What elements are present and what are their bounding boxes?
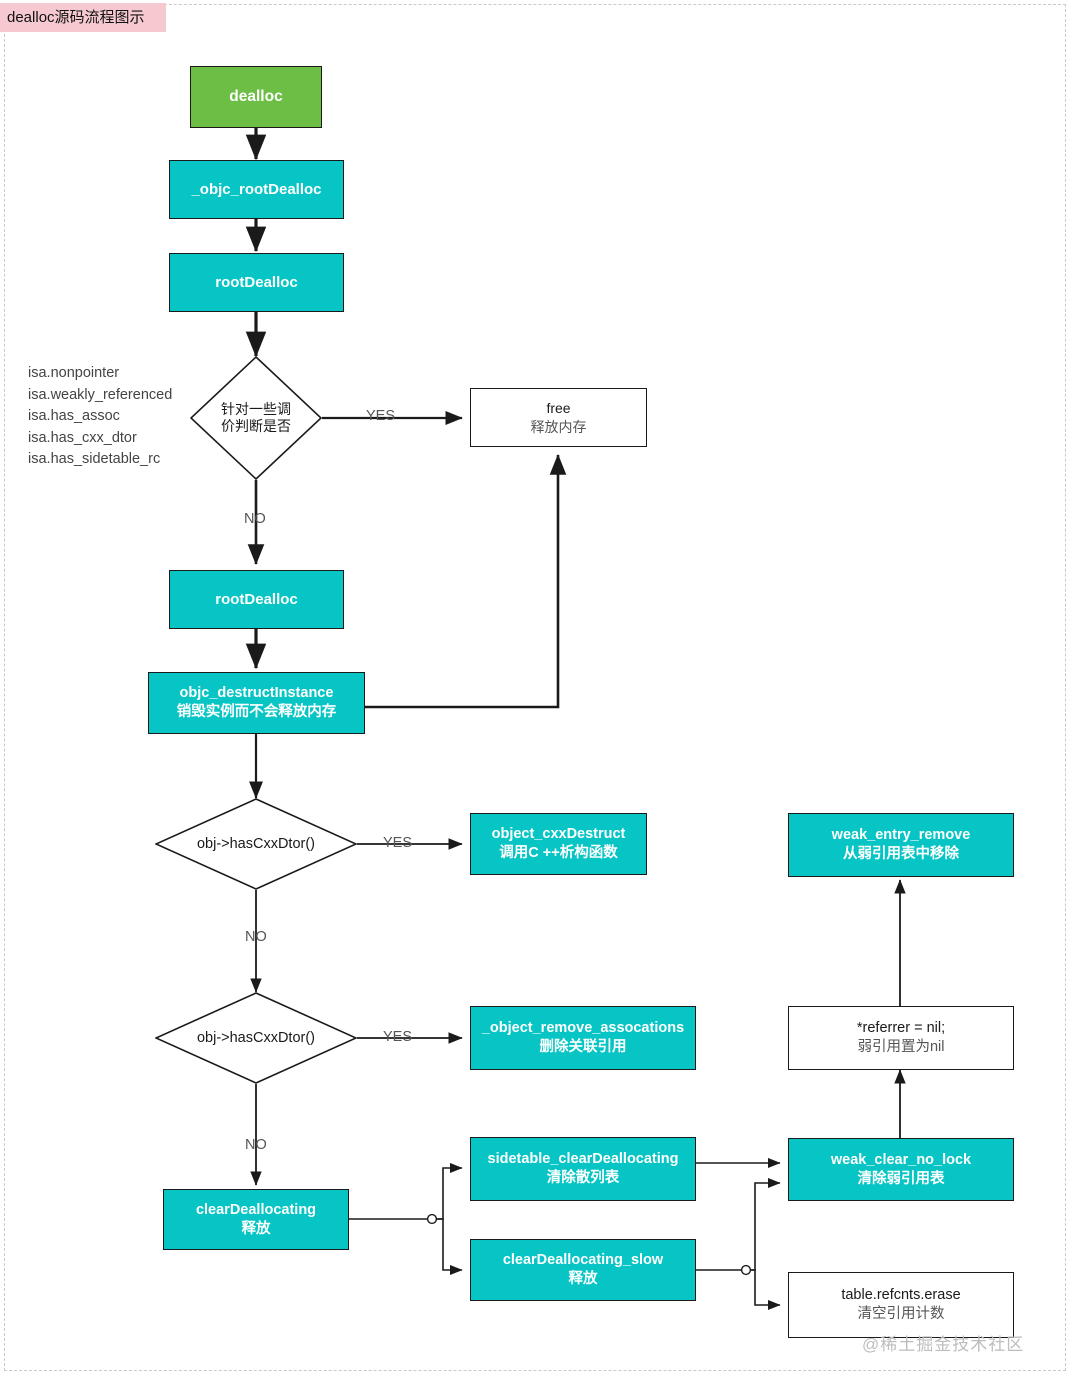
node-table-refcnts-erase-label: table.refcnts.erase <box>841 1287 961 1304</box>
node-weak-entry-remove-sublabel: 从弱引用表中移除 <box>843 846 959 862</box>
node-table-refcnts-erase[interactable]: table.refcnts.erase 清空引用计数 <box>788 1272 1014 1338</box>
node-rootdealloc-2[interactable]: rootDealloc <box>169 570 344 629</box>
node-objc-destructinstance-label: objc_destructInstance <box>179 685 334 702</box>
node-sidetable-cleardeallocating-label: sidetable_clearDeallocating <box>487 1151 679 1168</box>
isa-flag-item: isa.has_assoc <box>28 408 120 424</box>
node-weak-entry-remove-label: weak_entry_remove <box>831 827 971 844</box>
node-object-remove-assocations-label: _object_remove_assocations <box>481 1020 685 1037</box>
edge-label-isa-no: NO <box>244 511 266 527</box>
node-object-remove-assocations[interactable]: _object_remove_assocations 删除关联引用 <box>470 1006 696 1070</box>
node-free-sublabel: 释放内存 <box>530 418 587 435</box>
decision-hascxxdtor-1[interactable]: obj->hasCxxDtor() <box>155 798 357 890</box>
node-object-cxxdestruct[interactable]: object_cxxDestruct 调用C ++析构函数 <box>470 813 647 875</box>
node-sidetable-cleardeallocating-sublabel: 清除散列表 <box>546 1170 620 1186</box>
isa-flag-item: isa.nonpointer <box>28 365 120 381</box>
node-table-refcnts-erase-sublabel: 清空引用计数 <box>857 1306 945 1322</box>
node-object-remove-assocations-sublabel: 删除关联引用 <box>539 1039 627 1055</box>
node-objc-destructinstance[interactable]: objc_destructInstance 销毁实例而不会释放内存 <box>148 672 365 734</box>
decision-hascxxdtor-2[interactable]: obj->hasCxxDtor() <box>155 992 357 1084</box>
node-sidetable-cleardeallocating[interactable]: sidetable_clearDeallocating 清除散列表 <box>470 1137 696 1201</box>
junction-dot-clear-slow <box>740 1264 752 1276</box>
node-referrer-nil[interactable]: *referrer = nil; 弱引用置为nil <box>788 1006 1014 1070</box>
node-objc-destructinstance-sublabel: 销毁实例而不会释放内存 <box>176 704 337 720</box>
node-cleardeallocating-sublabel: 释放 <box>241 1220 271 1237</box>
node-rootdealloc-1[interactable]: rootDealloc <box>169 253 344 312</box>
node-rootdealloc-2-label: rootDealloc <box>215 590 298 608</box>
node-objc-rootdealloc-label: _objc_rootDealloc <box>191 180 322 198</box>
node-weak-clear-no-lock[interactable]: weak_clear_no_lock 清除弱引用表 <box>788 1138 1014 1201</box>
node-cleardeallocating-slow-sublabel: 释放 <box>568 1271 598 1287</box>
node-free[interactable]: free 释放内存 <box>470 388 647 447</box>
edge-label-cxx2-no: NO <box>245 1137 267 1153</box>
node-referrer-nil-label: *referrer = nil; <box>856 1020 946 1037</box>
node-objc-rootdealloc[interactable]: _objc_rootDealloc <box>169 160 344 219</box>
node-object-cxxdestruct-label: object_cxxDestruct <box>491 826 626 843</box>
node-free-label: free <box>546 400 571 417</box>
edge-label-isa-yes: YES <box>366 408 396 424</box>
isa-flags-list: isa.nonpointer isa.weakly_referenced isa… <box>28 363 172 471</box>
page-title-badge: dealloc源码流程图示 <box>0 3 166 32</box>
watermark: @稀土掘金技术社区 <box>862 1335 1025 1354</box>
edge-label-cxx1-no: NO <box>245 929 267 945</box>
decision-isa-checks[interactable]: 针对一些调 价判断是否 <box>190 356 322 480</box>
node-cleardeallocating-slow[interactable]: clearDeallocating_slow 释放 <box>470 1239 696 1301</box>
isa-flag-item: isa.has_cxx_dtor <box>28 429 137 446</box>
edge-label-cxx2-yes: YES <box>383 1029 413 1045</box>
node-cleardeallocating[interactable]: clearDeallocating 释放 <box>163 1189 349 1250</box>
node-weak-entry-remove[interactable]: weak_entry_remove 从弱引用表中移除 <box>788 813 1014 877</box>
isa-flag-item: isa.weakly_referenced <box>28 386 173 403</box>
isa-flag-item: isa.has_sidetable_rc <box>28 451 161 467</box>
node-cleardeallocating-slow-label: clearDeallocating_slow <box>502 1252 664 1269</box>
node-object-cxxdestruct-sublabel: 调用C ++析构函数 <box>499 845 618 861</box>
junction-dot-clear-dealloc <box>426 1213 438 1225</box>
node-weak-clear-no-lock-label: weak_clear_no_lock <box>830 1151 972 1168</box>
node-referrer-nil-sublabel: 弱引用置为nil <box>857 1039 945 1055</box>
node-cleardeallocating-label: clearDeallocating <box>195 1201 317 1218</box>
node-dealloc[interactable]: dealloc <box>190 66 322 128</box>
node-rootdealloc-1-label: rootDealloc <box>215 273 298 291</box>
node-weak-clear-no-lock-sublabel: 清除弱引用表 <box>857 1170 945 1187</box>
edge-label-cxx1-yes: YES <box>383 835 413 851</box>
node-dealloc-label: dealloc <box>229 87 283 105</box>
